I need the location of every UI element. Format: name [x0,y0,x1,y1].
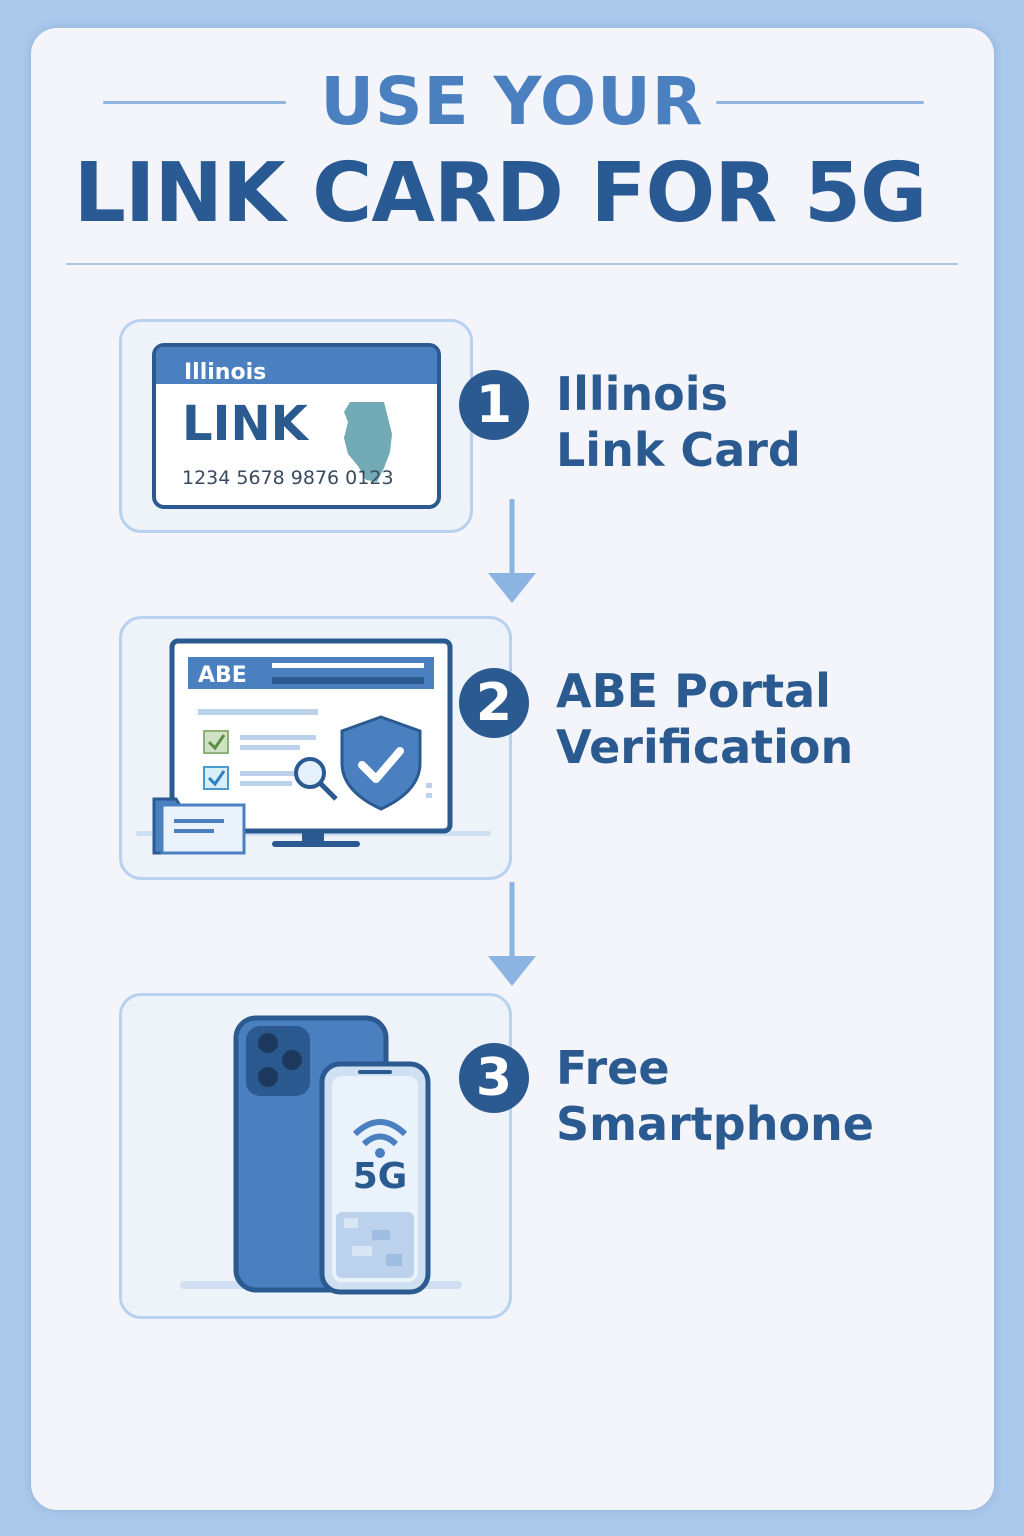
wifi-icon [352,1119,408,1137]
step-1-badge: 1 [459,370,529,440]
title-line-2: LINK CARD FOR 5G [73,146,928,241]
step-2-illustration-box: ABE [119,616,512,880]
step-3-badge: 3 [459,1043,529,1113]
step-1-label-line-2: Link Card [556,423,801,477]
abe-portal-illustration: ABE [136,638,491,855]
step-3-label-line-1: Free [556,1041,670,1095]
arrow-down-icon [488,499,536,603]
card-state-text: Illinois [184,360,266,385]
step-3-label: Free Smartphone [556,1040,886,1152]
smartphone-illustration: 5G [180,1015,462,1295]
header-left-rule [103,101,286,104]
camera-lens-icon [258,1033,278,1053]
step-1-label-line-1: Illinois [556,367,728,421]
step-3-label-line-2: Smartphone [556,1097,875,1151]
step-2-label-line-1: ABE Portal [556,664,831,718]
shield-check-icon [340,715,422,811]
link-card-illustration: Illinois LINK 1234 5678 9876 0123 [152,343,441,509]
step-3-illustration-box: 5G [119,993,512,1319]
screen-brand-text: ABE [198,663,247,688]
step-2-label-line-2: Verification [556,720,854,774]
arrow-down-icon [488,882,536,986]
step-1-illustration-box: Illinois LINK 1234 5678 9876 0123 [119,319,473,533]
step-2-label: ABE Portal Verification [556,663,886,775]
header-divider [66,263,958,265]
magnifier-icon [294,757,326,789]
title-line-1: USE YOUR [320,63,704,140]
phone-5g-text: 5G [353,1156,408,1197]
camera-lens-icon [282,1050,302,1070]
step-1-label: Illinois Link Card [556,366,886,478]
illinois-state-shape [344,402,392,482]
card-number-text: 1234 5678 9876 0123 [182,467,394,489]
camera-lens-icon [258,1067,278,1087]
step-2-badge: 2 [459,668,529,738]
header-right-rule [716,101,924,104]
card-brand-text: LINK [182,396,310,452]
